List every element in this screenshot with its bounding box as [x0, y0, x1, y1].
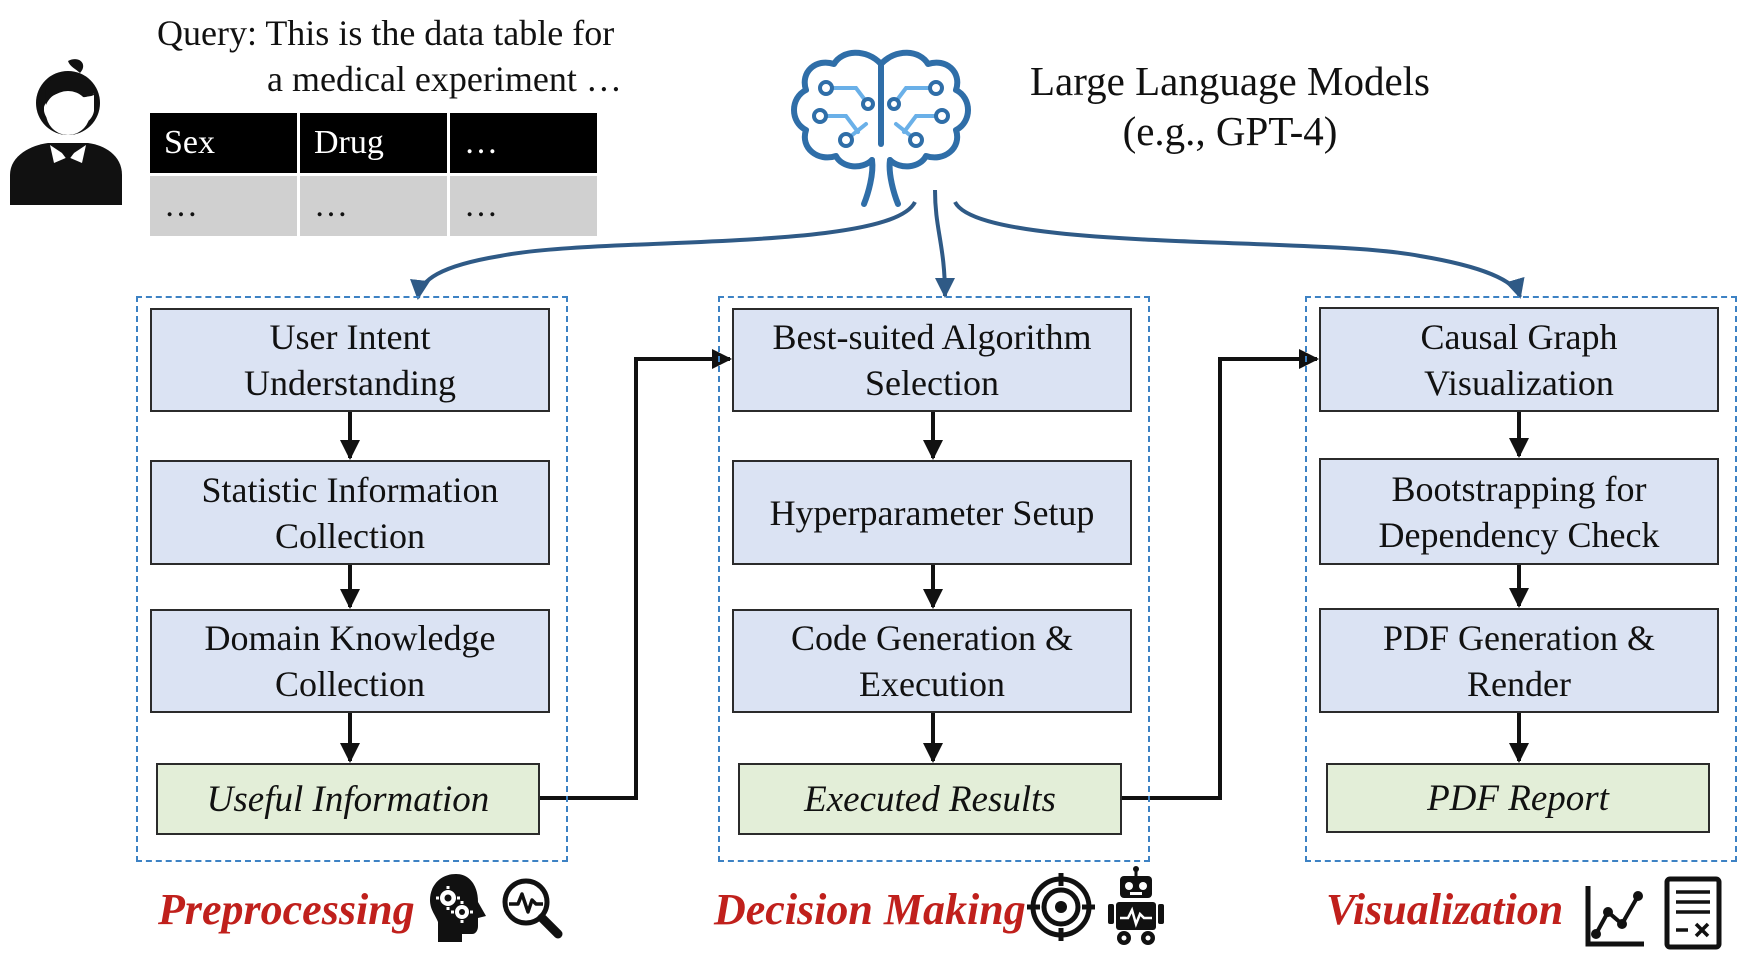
target-icon: [1026, 872, 1096, 942]
stage-title-visualization: Visualization: [1326, 885, 1564, 934]
llm-arrow-decision: [933, 189, 955, 298]
robot-icon: [1106, 866, 1166, 946]
step-line-2: Dependency Check: [1378, 514, 1660, 555]
llm-arrow-preprocessing: [410, 200, 917, 300]
stage-decision-making: [718, 296, 1150, 862]
step-line-2: Render: [1467, 663, 1571, 704]
step-line-2: Execution: [859, 664, 1005, 704]
step-line-2: Understanding: [244, 363, 456, 403]
step-line-1: Hyperparameter Setup: [769, 492, 1095, 533]
magnifier-pulse-icon: [500, 876, 564, 942]
stage-preprocessing: [136, 296, 568, 862]
output-pdf-report: PDF Report: [1326, 763, 1710, 833]
llm-arrow-visualization: [953, 200, 1525, 299]
query-line-1: Query: This is the data table for: [157, 13, 615, 53]
data-table-cell: …: [150, 176, 297, 236]
data-table-header-cell: Drug: [300, 113, 447, 173]
llm-title-line-1: Large Language Models: [1030, 58, 1430, 104]
step-line-2: Collection: [275, 515, 425, 556]
stage-visualization: [1305, 296, 1737, 862]
step-pdf-generation: PDF Generation & Render: [1319, 608, 1719, 713]
arrow-pre-to-dec: [540, 349, 732, 800]
data-table-cell: …: [300, 176, 447, 236]
arrow-dec-to-vis: [1120, 349, 1319, 800]
query-line-2: a medical experiment …: [267, 59, 622, 99]
user-icon: [8, 55, 124, 205]
step-line-2: Collection: [275, 664, 425, 704]
data-table-header-cell: …: [450, 113, 597, 173]
stage-title-decision-making: Decision Making: [714, 885, 1026, 934]
llm-title: Large Language Models (e.g., GPT-4): [1020, 56, 1440, 156]
step-code-generation: Code Generation & Execution: [732, 609, 1132, 713]
step-line-1: Code Generation &: [791, 618, 1073, 658]
gears-head-icon: [428, 872, 488, 944]
data-table: Sex Drug … … … …: [147, 110, 600, 239]
stage-title-preprocessing: Preprocessing: [158, 885, 415, 934]
data-table-header-cell: Sex: [150, 113, 297, 173]
data-table-header-row: Sex Drug …: [150, 113, 597, 173]
output-useful-information: Useful Information: [156, 763, 540, 835]
step-line-1: Statistic Information: [201, 469, 499, 510]
brain-icon: [786, 44, 976, 209]
report-icon: [1664, 876, 1724, 950]
llm-title-line-2: (e.g., GPT-4): [1122, 108, 1338, 154]
step-line-1: Bootstrapping for: [1391, 468, 1647, 509]
step-line-1: Best-suited Algorithm: [772, 317, 1092, 357]
output-executed-results: Executed Results: [738, 763, 1122, 835]
data-table-row: … … …: [150, 176, 597, 236]
line-chart-icon: [1584, 884, 1646, 948]
step-line-2: Visualization: [1424, 362, 1614, 403]
step-line-1: Causal Graph: [1420, 316, 1618, 357]
step-line-1: PDF Generation &: [1383, 617, 1655, 658]
step-line-2: Selection: [865, 363, 999, 403]
step-hyperparameter-setup: Hyperparameter Setup: [732, 460, 1132, 565]
step-line-1: User Intent: [269, 317, 431, 357]
step-line-1: Domain Knowledge: [204, 618, 496, 658]
data-table-cell: …: [450, 176, 597, 236]
